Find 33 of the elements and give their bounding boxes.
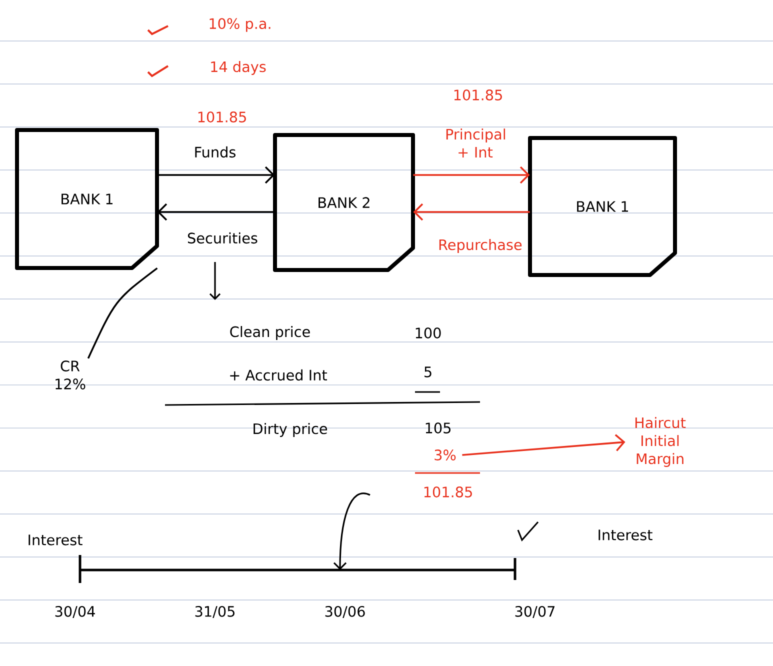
note-text: 5 xyxy=(424,366,432,378)
arrow xyxy=(413,166,530,184)
note-text: 101.85 xyxy=(454,90,502,100)
note-text: + Accrued Int xyxy=(230,369,328,381)
note-text: 105 xyxy=(426,422,450,434)
edge-label: Securities xyxy=(188,232,258,244)
note-text: 101.85 xyxy=(198,112,246,122)
edge-label: Principal + Int xyxy=(446,128,506,158)
bank-box: BANK 2 xyxy=(273,133,415,272)
arrow xyxy=(157,166,275,184)
note-text: 100 xyxy=(416,328,441,338)
note-text: 31/05 xyxy=(195,606,234,618)
arrow xyxy=(157,203,275,221)
annotation-text: 3% xyxy=(434,450,456,460)
note-text: 30/04 xyxy=(55,606,95,618)
arrow xyxy=(413,203,530,221)
note-text: 30/07 xyxy=(515,606,555,618)
note-text: Interest xyxy=(28,534,82,546)
note-text: 30/06 xyxy=(325,606,365,618)
note-text: 101.85 xyxy=(424,486,472,498)
note-text: Interest xyxy=(598,530,652,540)
annotation-text: CR 12% xyxy=(56,360,86,390)
bank-box: BANK 1 xyxy=(15,128,159,270)
note-text: 14 days xyxy=(211,61,266,75)
edge-label: Repurchase xyxy=(439,239,522,253)
leader-line xyxy=(87,267,158,359)
edge-label: Funds xyxy=(195,146,236,158)
note-text: Clean price xyxy=(230,326,310,340)
note-text: Dirty price xyxy=(254,423,328,437)
annotation-text: Haircut Initial Margin xyxy=(635,417,686,467)
bank-box: BANK 1 xyxy=(528,136,677,277)
note-text: 10% p.a. xyxy=(210,18,270,32)
arrow xyxy=(462,434,626,456)
